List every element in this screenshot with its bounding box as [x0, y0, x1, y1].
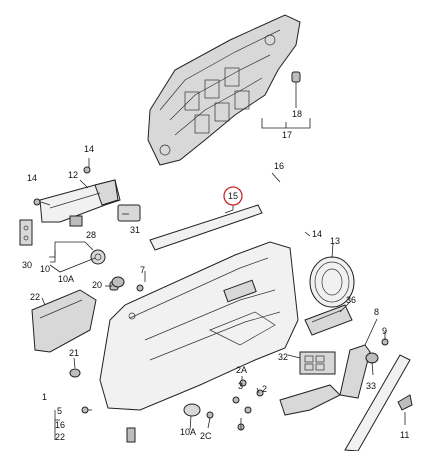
callout-30: 30 — [22, 260, 32, 270]
callout-2: 2 — [262, 384, 267, 394]
callout-21: 21 — [69, 348, 79, 358]
callout-9: 9 — [382, 326, 387, 336]
callout-14-a: 14 — [84, 144, 94, 154]
callout-18: 18 — [292, 109, 302, 119]
clip-part-18 — [291, 71, 301, 83]
callout-17: 17 — [282, 130, 292, 140]
callout-10: 10 — [40, 264, 50, 274]
callout-32: 32 — [278, 352, 288, 362]
callout-33: 33 — [366, 381, 376, 391]
callout-5: 5 — [57, 406, 62, 416]
callout-20: 20 — [92, 280, 102, 290]
clip-21 — [69, 368, 81, 378]
leader-lines — [40, 158, 406, 440]
armrest-insert-22 — [31, 289, 97, 353]
fastener-14-a — [33, 198, 41, 206]
nut-33 — [365, 352, 379, 364]
speaker-28 — [90, 249, 106, 265]
fastener-7 — [136, 284, 144, 292]
callout-11: 11 — [400, 430, 409, 440]
grommet-10 — [111, 276, 125, 288]
switch-trim-31 — [117, 204, 141, 222]
speaker-cover-13 — [309, 256, 355, 308]
door-trim-panel — [99, 241, 299, 411]
callout-2c: 2C — [200, 431, 212, 441]
callout-3: 3 — [238, 381, 243, 391]
callout-15-ring — [223, 186, 243, 206]
fastener-14-b — [83, 166, 91, 174]
callout-31: 31 — [130, 225, 140, 235]
callout-16-left: 16 — [55, 420, 65, 430]
inner-trim-bracket — [39, 179, 121, 227]
callout-14-c: 14 — [312, 229, 322, 239]
callout-13: 13 — [330, 236, 340, 246]
switch-panel-36 — [304, 304, 353, 336]
handle-rod-8 — [339, 344, 371, 399]
callout-36: 36 — [346, 295, 356, 305]
door-module-carrier — [147, 14, 301, 166]
callout-2a: 2A — [236, 365, 247, 375]
left-bracket-30 — [19, 219, 33, 246]
clip-11-small — [397, 394, 413, 411]
callout-10a-bottom: 10A — [180, 427, 196, 437]
switch-block-32 — [299, 351, 336, 375]
callout-22-left: 22 — [30, 292, 40, 302]
callout-12: 12 — [68, 170, 78, 180]
callout-28: 28 — [86, 230, 96, 240]
callout-16-top: 16 — [274, 161, 284, 171]
trim-strip-15 — [149, 204, 263, 251]
callout-7: 7 — [140, 265, 145, 275]
callout-10a-left: 10A — [58, 274, 74, 284]
callout-8: 8 — [374, 307, 379, 317]
callout-15: 15 — [228, 191, 238, 201]
bracket-lower — [279, 384, 341, 416]
callout-1: 1 — [42, 392, 47, 402]
callout-22-bottom: 22 — [55, 432, 65, 442]
callout-14-b: 14 — [27, 173, 37, 183]
